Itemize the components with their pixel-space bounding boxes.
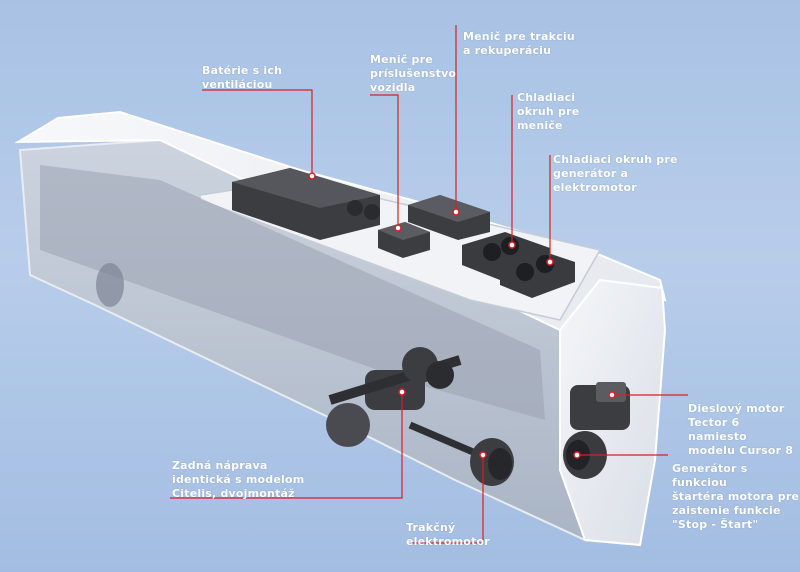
rear-axle-component bbox=[326, 347, 462, 447]
traction-converter-component bbox=[408, 195, 490, 240]
leader-batteries bbox=[202, 89, 313, 175]
leader-aux-converter bbox=[370, 94, 399, 228]
label-traction-motor: Trakčný elektromotor bbox=[406, 521, 490, 548]
label-batteries: Batérie s ich ventiláciou bbox=[202, 64, 283, 91]
rear-wheel bbox=[96, 263, 124, 307]
cooling-units-component bbox=[462, 232, 575, 298]
traction-motor-component bbox=[408, 421, 514, 486]
label-diesel-engine: Dieslový motor Tector 6 namiesto modelu … bbox=[688, 402, 794, 457]
leader-dots bbox=[308, 172, 616, 459]
label-traction-converter: Menič pre trakciu a rekuperáciu bbox=[463, 30, 575, 57]
label-cooling-converters: Chladiaci okruh pre meniče bbox=[517, 91, 580, 132]
label-aux-converter: Menič pre príslušenstvo vozidla bbox=[370, 53, 457, 94]
leader-traction-motor bbox=[412, 455, 484, 544]
leader-rear-axle bbox=[170, 392, 403, 499]
aux-converter-component bbox=[378, 222, 430, 258]
label-cooling-generator: Chladiaci okruh pre generátor a elektrom… bbox=[553, 153, 678, 194]
batteries-component bbox=[232, 168, 380, 240]
label-rear-axle: Zadná náprava identická s modelom Citeli… bbox=[172, 459, 305, 500]
leader-lines bbox=[170, 25, 688, 544]
label-generator: Generátor s funkciou štartéra motora pre… bbox=[672, 462, 800, 531]
